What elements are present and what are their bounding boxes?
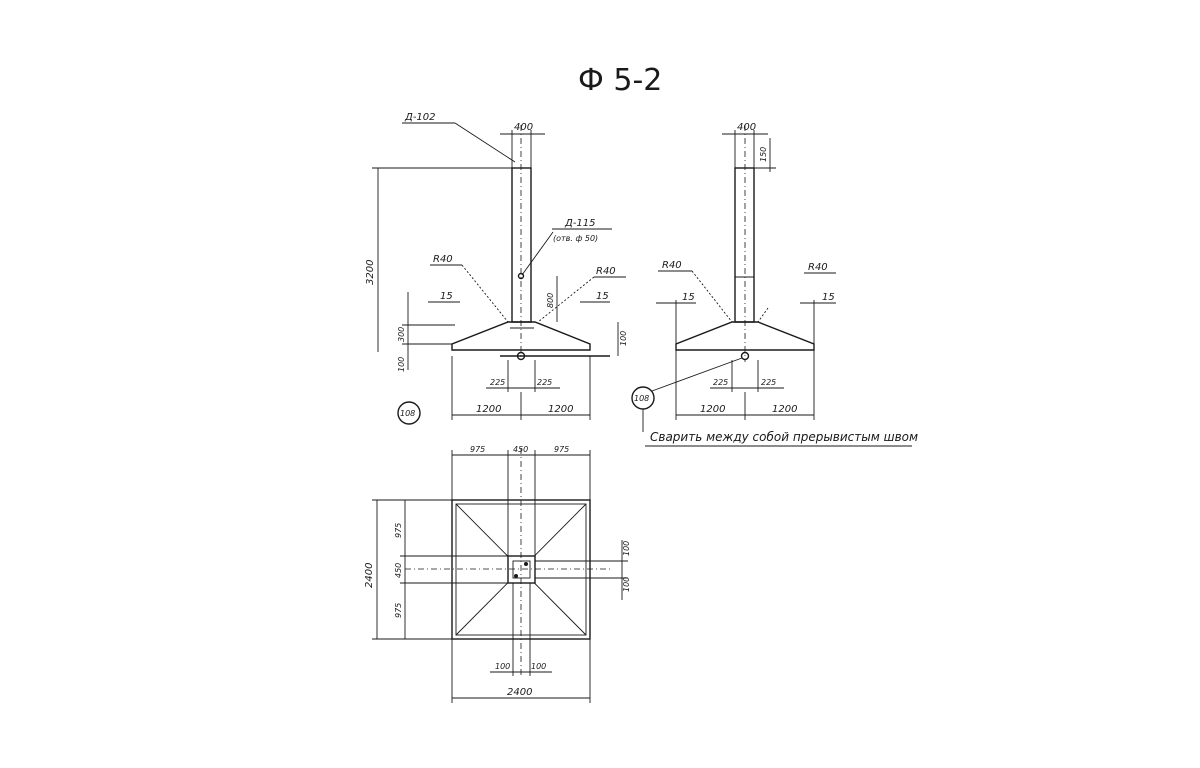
right-ref-label: 108: [634, 394, 649, 403]
plan-bolt-2: [514, 574, 518, 578]
left-radius-left: R40: [433, 254, 453, 265]
plan-right-b: 100: [622, 577, 631, 592]
left-haunch-height: 300: [397, 327, 406, 342]
left-bottom-dot: [516, 351, 526, 361]
left-half-right: 1200: [548, 404, 573, 415]
left-radius-right: R40: [596, 266, 616, 277]
left-part-top-leader: [454, 122, 516, 163]
left-mid-height: 800: [546, 293, 555, 308]
plan-right-a: 100: [622, 541, 631, 556]
right-top-width: 400: [737, 122, 756, 133]
left-total-height: 3200: [365, 260, 376, 285]
left-part-mid-note: (отв. ф 50): [553, 234, 598, 243]
left-radius-left-leader: [461, 264, 509, 323]
plan-bottom-total: 2400: [507, 687, 532, 698]
right-radius-left-leader: [691, 270, 733, 323]
left-inner-left: 225: [490, 378, 505, 387]
right-half-right: 1200: [772, 404, 797, 415]
plan-bottom-b: 100: [531, 662, 546, 671]
left-half-left: 1200: [476, 404, 501, 415]
right-bottom-dot: [740, 351, 750, 361]
plan-column-inner: [512, 560, 531, 579]
left-ref-circle: [397, 401, 421, 425]
left-slope-right: 15: [596, 291, 609, 302]
right-elevation: 400 150 R40 R40 15 15 225 225 1200 1200 …: [631, 122, 918, 447]
left-part-top: Д-102: [404, 112, 436, 123]
plan-view: 975 450 975 2400 975 450 975 100 100 100…: [364, 445, 631, 703]
left-ref-label: 108: [400, 409, 415, 418]
left-part-mid: Д-115: [564, 218, 596, 229]
plan-left-total: 2400: [364, 563, 375, 588]
left-column: [511, 167, 532, 323]
plan-left-mid: 450: [394, 563, 403, 578]
plan-left-bottom: 975: [394, 603, 403, 618]
left-base-height: 100: [397, 357, 406, 372]
right-half-left: 1200: [700, 404, 725, 415]
right-radius-right-leader: [757, 307, 769, 323]
right-inner-left: 225: [713, 378, 728, 387]
right-slope-left: 15: [682, 292, 695, 303]
left-top-width: 400: [514, 122, 533, 133]
plan-column-outer: [507, 555, 536, 584]
plan-top-right: 975: [554, 445, 569, 454]
left-slope-left: 15: [440, 291, 453, 302]
left-mid-dot: [517, 272, 525, 280]
left-edge-height: 100: [619, 331, 628, 346]
plan-bolt-1: [524, 562, 528, 566]
right-ref-leader: [651, 357, 743, 392]
plan-bottom-a: 100: [495, 662, 510, 671]
plan-top-mid: 450: [513, 445, 528, 454]
left-part-mid-leader: [521, 231, 554, 276]
right-inner-right: 225: [761, 378, 776, 387]
right-radius-right: R40: [808, 262, 828, 273]
right-top-height: 150: [759, 147, 768, 162]
plan-top-left: 975: [470, 445, 485, 454]
right-radius-left: R40: [662, 260, 682, 271]
left-elevation: 400 Д-102 Д-115 (отв. ф 50) R40 R40 15 1…: [365, 112, 628, 425]
right-column: [734, 167, 755, 323]
right-slope-right: 15: [822, 292, 835, 303]
drawing-title: Ф 5-2: [578, 63, 662, 98]
left-inner-right: 225: [537, 378, 552, 387]
plan-left-top: 975: [394, 523, 403, 538]
weld-note: Сварить между собой прерывистым швом: [650, 430, 918, 444]
